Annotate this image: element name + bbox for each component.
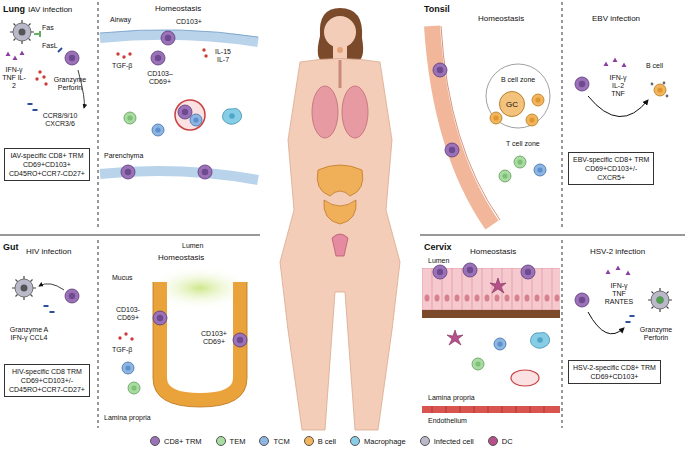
region-label: Lamina propria xyxy=(104,414,151,422)
effector-label: Granzyme Perforin xyxy=(638,326,674,342)
legend-swatch xyxy=(259,436,269,446)
legend-text: B cell xyxy=(318,437,336,446)
region-label: B cell zone xyxy=(501,76,535,84)
region-label: Parenchyma xyxy=(104,152,143,160)
legend-swatch xyxy=(420,436,430,446)
phenotype-box: HSV-2-specific CD8+ TRMCD69+CD103+ xyxy=(568,360,661,384)
legend-item: Macrophage xyxy=(350,436,406,446)
legend-swatch xyxy=(304,436,314,446)
phenotype-box: EBV-specific CD8+ TRMCD69+CD103+/-CXCR5+ xyxy=(568,152,654,185)
marker-label: CD103– CD69+ xyxy=(144,70,176,86)
germinal-center-circle: GC xyxy=(499,91,525,117)
legend-swatch xyxy=(488,436,498,446)
region-label: Airway xyxy=(110,16,131,24)
region-label: Lumen xyxy=(182,242,203,250)
hiv-art xyxy=(12,276,79,313)
phenotype-box: IAV-specific CD8+ TRMCD69+CD103+CD45RO+C… xyxy=(4,148,90,181)
legend-item: DC xyxy=(488,436,513,446)
panel-heading: Gut xyxy=(3,242,19,252)
legend-item: TCM xyxy=(259,436,289,446)
tonsil-art xyxy=(432,26,550,225)
lung-homeostasis-art xyxy=(100,30,258,180)
node-text: CD69+CD103+/- xyxy=(573,164,649,173)
legend-item: Infected cell xyxy=(420,436,474,446)
legend-item: TEM xyxy=(216,436,246,446)
lung-iav-art xyxy=(6,20,85,111)
node-text: CD69+CD103+ xyxy=(573,372,656,381)
legend-swatch xyxy=(350,436,360,446)
panel-subheading: IAV infection xyxy=(28,5,72,14)
cytokine-label: IFN-γ IL-2 TNF xyxy=(606,74,630,98)
cytokine-label: TGF-β xyxy=(112,346,132,354)
ligand-label: FasL xyxy=(42,42,58,50)
ebv-art xyxy=(575,58,668,117)
gut-art xyxy=(118,266,252,407)
cytokine-label: TGF-β xyxy=(112,62,132,70)
node-text: CD45RO+CCR7-CD27+ xyxy=(9,385,85,394)
region-label: T cell zone xyxy=(506,140,540,148)
panel-heading: Cervix xyxy=(424,242,452,252)
panel-subheading: Homeostasis xyxy=(158,253,204,262)
panel-subheading: HSV-2 infection xyxy=(590,247,645,256)
panel-heading: Tonsil xyxy=(424,4,450,14)
legend-text: TEM xyxy=(230,437,246,446)
panel-subheading: EBV infection xyxy=(592,14,640,23)
legend-swatch xyxy=(150,436,160,446)
node-text: GC xyxy=(506,100,518,109)
node-text: CD69+CD103+/- xyxy=(9,376,85,385)
effector-label: Granzyme A IFN-γ CCL4 xyxy=(6,326,52,342)
panel-subheading: Homeostasis xyxy=(155,4,201,13)
cytokine-label: IFN-γ TNF IL-2 xyxy=(2,66,26,90)
legend-swatch xyxy=(216,436,226,446)
legend-text: DC xyxy=(502,437,513,446)
node-text: CD45RO+CCR7-CD27+ xyxy=(9,169,85,178)
panel-subheading: HIV infection xyxy=(26,247,71,256)
legend-text: CD8+ TRM xyxy=(164,437,202,446)
region-label: Mucus xyxy=(112,274,133,282)
legend-text: TCM xyxy=(273,437,289,446)
marker-label: CD103- CD69+ xyxy=(112,306,144,322)
legend-text: Macrophage xyxy=(364,437,406,446)
node-text: CXCR5+ xyxy=(573,173,649,182)
legend-item: CD8+ TRM xyxy=(150,436,202,446)
node-text: HIV-specific CD8 TRM xyxy=(9,367,85,376)
marker-label: CD103+ CD69+ xyxy=(199,330,229,346)
node-text: IAV-specific CD8+ TRM xyxy=(9,151,85,160)
cytokine-label: IFN-γ TNF RANTES xyxy=(604,282,634,306)
panel-heading: Lung xyxy=(3,4,25,14)
panel-subheading: Homeostasis xyxy=(470,247,516,256)
hsv-art xyxy=(575,266,672,334)
legend: CD8+ TRM TEM TCM B cell Macrophage Infected c… xyxy=(150,436,513,446)
chemokine-label: CCR8/9/10 CXCR3/6 xyxy=(40,112,80,128)
human-figure xyxy=(280,8,400,430)
cytokine-label: IL-15 IL-7 xyxy=(212,48,234,64)
region-label: Lumen xyxy=(428,257,449,265)
node-text: EBV-specific CD8+ TRM xyxy=(573,155,649,164)
phenotype-box: HIV-specific CD8 TRMCD69+CD103+/-CD45RO+… xyxy=(4,364,90,397)
cervix-art xyxy=(422,263,560,413)
node-text: CD69+CD103+ xyxy=(9,160,85,169)
cell-label: B cell xyxy=(646,62,663,70)
legend-text: Infected cell xyxy=(434,437,474,446)
region-label: Lamina propria xyxy=(428,394,475,402)
node-text: HSV-2-specific CD8+ TRM xyxy=(573,363,656,372)
effector-label: Granzyme Perforin xyxy=(52,76,88,92)
receptor-label: Fas xyxy=(42,24,54,32)
marker-label: CD103+ xyxy=(176,18,202,26)
region-label: Endothelium xyxy=(428,417,467,425)
legend-item: B cell xyxy=(304,436,336,446)
panel-subheading: Homeostasis xyxy=(478,14,524,23)
